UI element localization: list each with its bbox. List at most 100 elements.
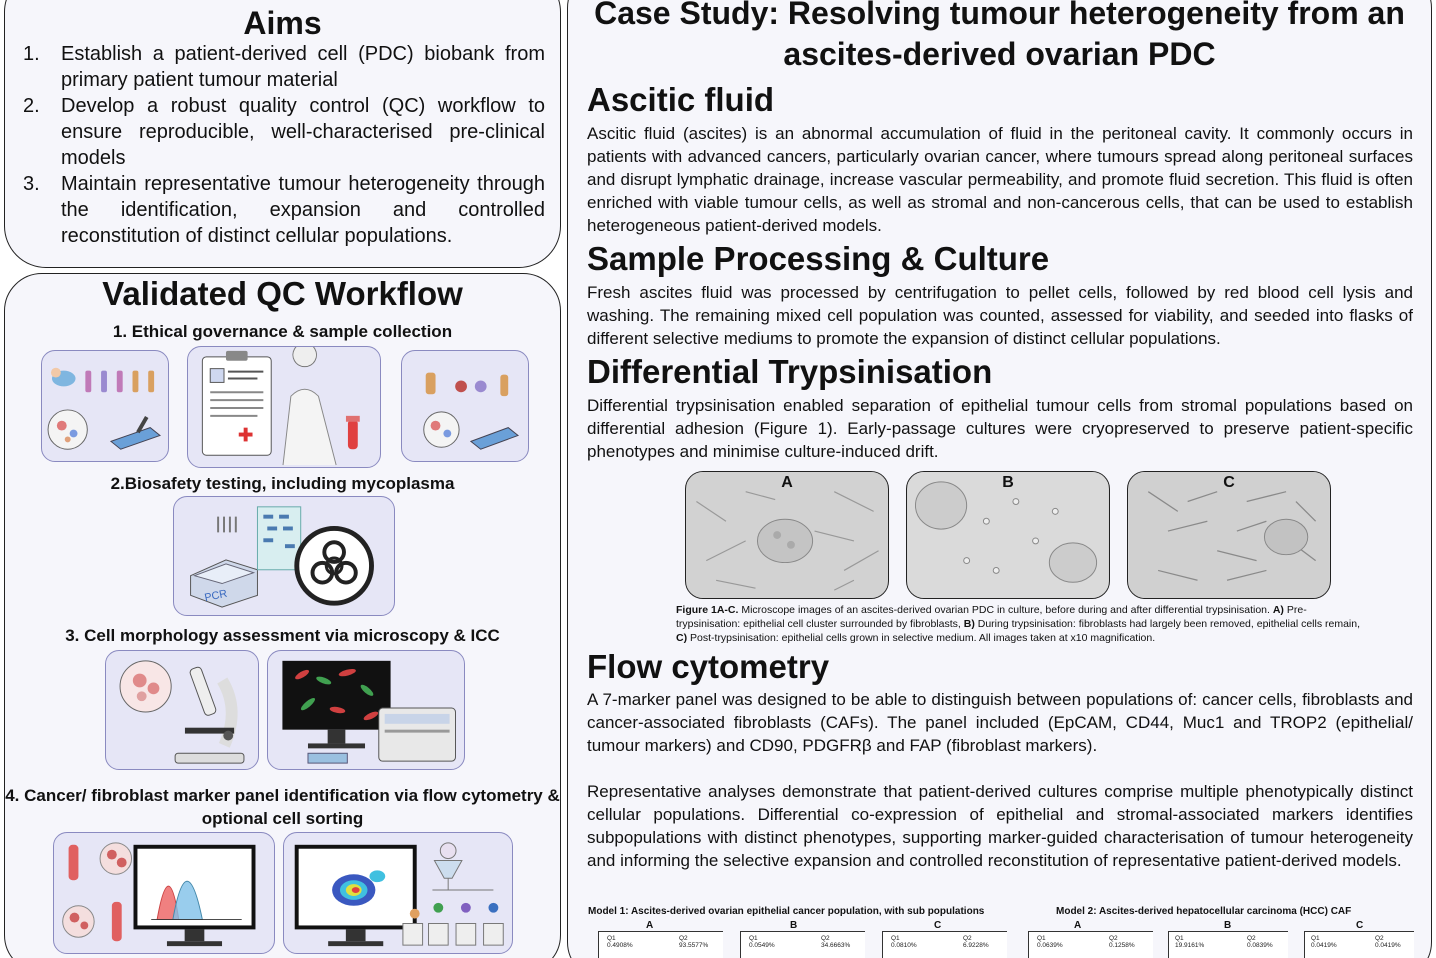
section-heading-sample-processing: Sample Processing & Culture (587, 240, 1050, 277)
plot-letter: B (790, 920, 798, 931)
aims-title: Aims (243, 5, 322, 41)
flow-histogram-icon (62, 842, 256, 947)
quadrant-value: 0.0549% (749, 942, 775, 949)
plot-letter: C (1356, 920, 1364, 931)
model-1-title: Model 1: Ascites-derived ovarian epithel… (588, 906, 985, 917)
cell-sorting-illustration (283, 832, 513, 954)
qc-step-2: 2.Biosafety testing, including mycoplasm… (110, 474, 455, 493)
quadrant-label: Q2 (963, 935, 972, 942)
caption-b-label: B) (963, 618, 975, 630)
sample-collection-icon (47, 367, 161, 450)
qc-title: Validated QC Workflow (102, 275, 463, 312)
figure-panel-label: C (1223, 474, 1235, 491)
caption-text: Microscope images of an ascites-derived … (738, 604, 1270, 616)
flow-scatter-icon (294, 842, 504, 947)
section-body-flow-cytometry-2: Representative analyses demonstrate that… (587, 782, 1413, 870)
quadrant-value: 19.9161% (1175, 942, 1205, 949)
icc-monitor-icon (282, 660, 456, 764)
qc-step-1: 1. Ethical governance & sample collectio… (112, 322, 453, 341)
cell-culture-icon (423, 372, 520, 450)
aim-item: 2. Develop a robust quality control (QC)… (23, 93, 545, 171)
quadrant-value: 0.0419% (1311, 942, 1337, 949)
section-heading-flow-cytometry: Flow cytometry (587, 648, 830, 685)
section-body-differential-trypsinisation: Differential trypsinisation enabled sepa… (587, 396, 1413, 461)
figure-caption: Figure 1A-C. Microscope images of an asc… (676, 603, 1366, 645)
plot-letter: A (1074, 920, 1082, 931)
quadrant-label: Q2 (1109, 935, 1118, 942)
qc-step-4: 4. Cancer/ fibroblast marker panel ident… (5, 786, 560, 828)
plot-letter: B (1224, 920, 1232, 931)
aim-number: 3. (23, 173, 40, 195)
quadrant-value: 0.4908% (607, 942, 633, 949)
sample-collection-illustration (41, 350, 169, 462)
case-study-title: Case Study: Resolving tumour heterogenei… (594, 0, 1405, 72)
caption-c-text: Post-trypsinisation: epithelial cells gr… (690, 632, 1156, 644)
quadrant-label: Q1 (1311, 935, 1320, 942)
figure-panel-label: B (1002, 474, 1014, 491)
aims-list: 1. Establish a patient-derived cell (PDC… (23, 41, 545, 249)
quadrant-label: Q1 (749, 935, 758, 942)
microscope-texture-a (686, 472, 888, 598)
flow-histogram-illustration (53, 832, 275, 954)
quadrant-value: 0.0839% (1247, 942, 1273, 949)
quadrant-value: 0.1258% (1109, 942, 1135, 949)
microscope-texture-b (907, 472, 1109, 598)
section-heading-differential-trypsinisation: Differential Trypsinisation (587, 353, 993, 390)
aim-item: 1. Establish a patient-derived cell (PDC… (23, 41, 545, 93)
plot-letter: A (646, 920, 654, 931)
quadrant-label: Q2 (679, 935, 688, 942)
quadrant-label: Q1 (891, 935, 900, 942)
quadrant-label: Q1 (1175, 935, 1184, 942)
icc-imaging-illustration (267, 650, 465, 770)
case-study-panel: Case Study: Resolving tumour heterogenei… (567, 0, 1432, 958)
aim-number: 2. (23, 95, 40, 117)
plot-letter: C (934, 920, 942, 931)
microscope-image-a: A (685, 471, 889, 599)
model-2-title: Model 2: Ascites-derived hepatocellular … (1056, 906, 1352, 917)
quadrant-value: 93.5577% (679, 942, 709, 949)
cell-culture-illustration (401, 350, 529, 462)
quadrant-label: Q1 (607, 935, 616, 942)
quadrant-value: 34.6663% (821, 942, 851, 949)
microscope-image-c: C (1127, 471, 1331, 599)
section-body-flow-cytometry: A 7-marker panel was designed to be able… (587, 690, 1413, 755)
caption-a-text: Pre-trypsinisation: epithelial cell clus… (676, 604, 1307, 630)
aim-text: Establish a patient-derived cell (PDC) b… (61, 43, 545, 91)
aim-text: Develop a robust quality control (QC) wo… (61, 95, 545, 169)
caption-a-label: A) (1272, 604, 1284, 616)
caption-c-label: C) (676, 632, 688, 644)
quadrant-value: 6.9228% (963, 942, 989, 949)
caption-bold: Figure 1A-C. (676, 604, 739, 616)
microscope-illustration (105, 650, 259, 770)
quadrant-label: Q1 (1037, 935, 1046, 942)
aim-item: 3. Maintain representative tumour hetero… (23, 171, 545, 249)
quadrant-value: 0.0639% (1037, 942, 1063, 949)
qc-workflow-panel: Validated QC Workflow 1. Ethical governa… (4, 273, 561, 958)
biosafety-illustration: PCR (173, 496, 395, 616)
caption-b-text: During trypsinisation: fibroblasts had l… (977, 618, 1361, 630)
quadrant-value: 0.0419% (1375, 942, 1401, 949)
quadrant-label: Q2 (1247, 935, 1256, 942)
microscope-image-b: B (906, 471, 1110, 599)
pcr-biohazard-icon: PCR (190, 506, 374, 608)
pcr-label: PCR (204, 588, 229, 605)
quadrant-value: 0.0810% (891, 942, 917, 949)
quadrant-label: Q2 (1375, 935, 1384, 942)
section-body-ascitic-fluid: Ascitic fluid (ascites) is an abnormal a… (587, 124, 1413, 235)
quadrant-label: Q2 (821, 935, 830, 942)
microscope-texture-c (1128, 472, 1330, 598)
consent-form-icon (201, 347, 360, 466)
section-heading-ascitic-fluid: Ascitic fluid (587, 81, 775, 118)
consent-form-illustration (187, 346, 381, 468)
figure-panel-label: A (781, 474, 793, 491)
qc-step-3: 3. Cell morphology assessment via micros… (65, 626, 500, 645)
aim-text: Maintain representative tumour heterogen… (61, 173, 545, 247)
aim-number: 1. (23, 43, 40, 65)
microscope-icon (119, 660, 245, 764)
aims-panel: Aims 1. Establish a patient-derived cell… (4, 0, 561, 268)
